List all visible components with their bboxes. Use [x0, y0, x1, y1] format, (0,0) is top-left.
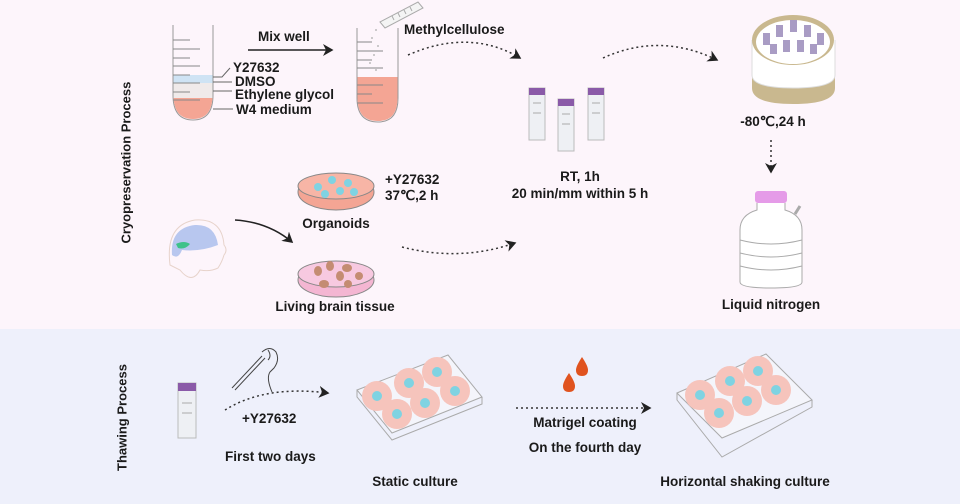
living-brain-tissue-label: Living brain tissue — [275, 299, 395, 314]
organoid-treatment-label-1: +Y27632 — [385, 172, 440, 187]
arrow — [234, 219, 294, 243]
mixed-tube-icon — [356, 28, 399, 123]
layer-label-ethylene-glycol: Ethylene glycol — [235, 87, 335, 102]
liquid-nitrogen-label: Liquid nitrogen — [721, 297, 821, 312]
layer-label-y27632: Y27632 — [233, 60, 280, 75]
dotted-arrow — [407, 41, 522, 59]
layer-label-dmso: DMSO — [235, 74, 276, 89]
cryopreservation-title: Cryopreservation Process — [118, 81, 134, 244]
layer-label-w4-medium: W4 medium — [236, 102, 312, 117]
freezing-container-icon — [751, 15, 836, 104]
thaw-additive-label: +Y27632 — [242, 411, 297, 426]
organoid-treatment-label-2: 37℃,2 h — [385, 188, 439, 203]
fourth-day-label: On the fourth day — [528, 440, 642, 455]
first-two-days-label: First two days — [225, 449, 316, 464]
dotted-arrow — [602, 44, 719, 62]
liquid-nitrogen-dewar-icon — [739, 191, 803, 289]
cryovials-icon — [528, 87, 605, 152]
thaw-vial-icon — [177, 382, 197, 439]
thawing-section — [0, 329, 960, 504]
shaking-culture-plate-icon — [676, 353, 813, 458]
reagent-tube-icon — [172, 25, 233, 121]
static-culture-plate-icon — [356, 354, 483, 441]
brain-tissue-dish-icon — [297, 260, 375, 298]
brain-head-icon — [168, 219, 227, 278]
hand-pipette-icon — [231, 348, 279, 393]
dotted-arrow — [401, 240, 517, 255]
horizontal-shaking-label: Horizontal shaking culture — [660, 474, 830, 489]
organoid-dish-icon — [297, 172, 375, 211]
thawing-title: Thawing Process — [114, 364, 130, 471]
static-culture-label: Static culture — [372, 474, 458, 489]
matrigel-drops-icon — [563, 357, 588, 392]
vials-condition-label-2: 20 min/mm within 5 h — [511, 186, 649, 201]
organoids-label: Organoids — [302, 216, 370, 231]
methylcellulose-label: Methylcellulose — [404, 22, 505, 37]
vials-condition-label-1: RT, 1h — [560, 169, 600, 184]
freezer-label: -80℃,24 h — [740, 114, 806, 129]
matrigel-coating-label: Matrigel coating — [533, 415, 637, 430]
mix-well-label: Mix well — [258, 29, 310, 44]
pipette-icon — [379, 1, 424, 29]
dotted-arrow — [224, 385, 330, 411]
